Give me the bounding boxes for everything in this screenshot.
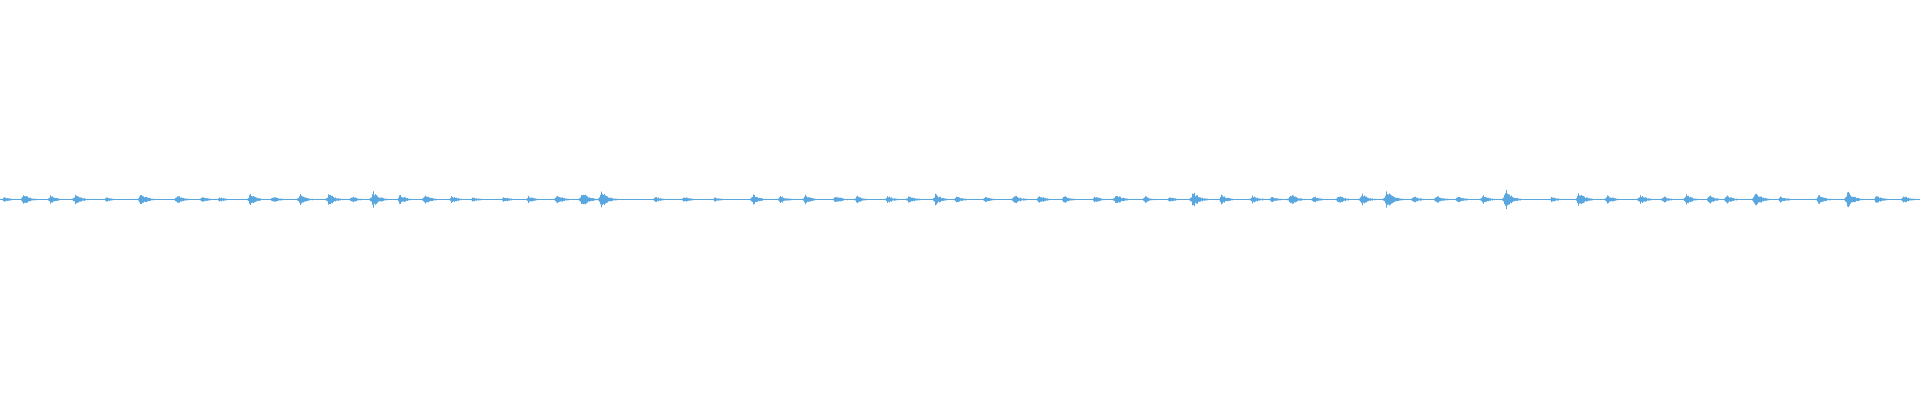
waveform-trace — [0, 189, 1920, 210]
